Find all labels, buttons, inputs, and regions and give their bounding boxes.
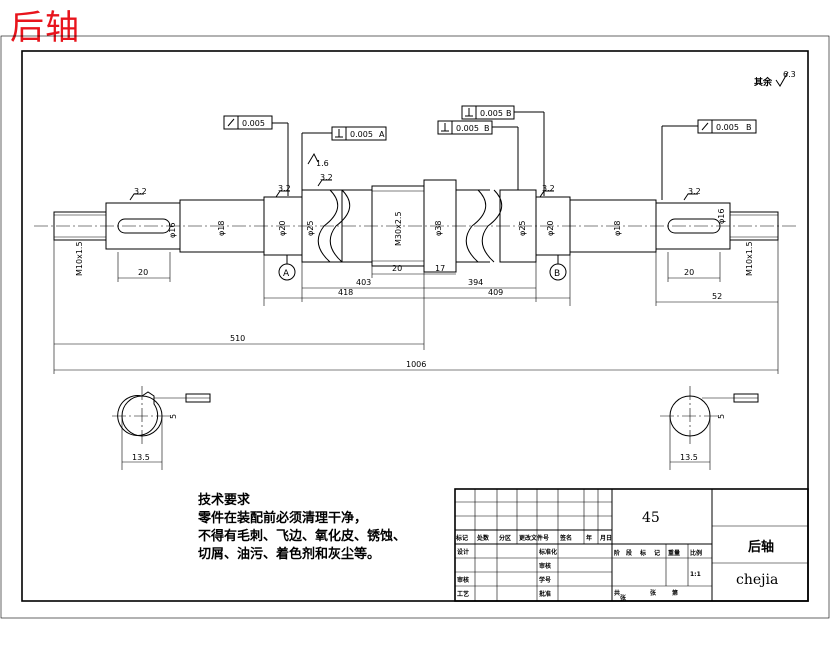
svg-text:20: 20: [138, 268, 148, 277]
svg-text:0.005: 0.005: [716, 123, 739, 132]
tech-line-3: 切屑、油污、着色剂和灰尘等。: [198, 547, 381, 562]
svg-text:17: 17: [435, 264, 445, 273]
dim-d25-left: φ25: [306, 221, 315, 236]
inner-frame: [21, 50, 809, 602]
tech-line-1: 零件在装配前必须清理干净，: [198, 511, 368, 526]
svg-text:5: 5: [169, 414, 178, 419]
svg-text:工艺: 工艺: [457, 590, 469, 598]
svg-text:20: 20: [392, 264, 402, 273]
svg-text:处数: 处数: [476, 534, 490, 542]
dimension-lines: 20 20 20 17 403 394 418 409 52 510 1006: [53, 240, 779, 374]
svg-text:张: 张: [620, 594, 627, 602]
svg-text:409: 409: [488, 288, 503, 297]
svg-text:年: 年: [586, 534, 592, 542]
svg-text:批准: 批准: [539, 590, 551, 598]
svg-text:3.2: 3.2: [278, 184, 291, 193]
svg-text:418: 418: [338, 288, 353, 297]
tech-heading: 技术要求: [198, 493, 251, 508]
svg-text:0.005: 0.005: [350, 130, 373, 139]
datum-a: A: [278, 255, 296, 281]
svg-text:张: 张: [650, 589, 657, 597]
svg-text:3.2: 3.2: [542, 184, 555, 193]
roughness-note: 其余: [754, 76, 773, 88]
svg-text:3.2: 3.2: [320, 173, 333, 182]
dim-d18-right: φ18: [613, 221, 622, 236]
designer-name: chejia: [736, 572, 778, 588]
svg-text:13.5: 13.5: [680, 453, 698, 462]
tech-line-2: 不得有毛刺、飞边、氧化皮、锈蚀、: [198, 529, 407, 544]
svg-text:394: 394: [468, 278, 483, 287]
svg-text:学号: 学号: [539, 576, 551, 584]
svg-text:1006: 1006: [406, 360, 426, 369]
svg-text:标准化: 标准化: [538, 548, 557, 556]
section-view-left: 13.5 5: [112, 386, 211, 470]
section-view-right: 13.5 5: [660, 386, 759, 470]
svg-text:B: B: [484, 124, 490, 133]
svg-text:比例: 比例: [690, 549, 702, 557]
svg-text:审核: 审核: [539, 562, 551, 570]
svg-text:签名: 签名: [559, 534, 572, 542]
svg-text:B: B: [554, 269, 560, 279]
svg-text:阶: 阶: [614, 549, 620, 557]
svg-text:日: 日: [606, 535, 612, 542]
diameter-labels: M10x1.5 φ16 φ18 φ20 φ25 M30x2.5 φ38 φ25 …: [75, 209, 754, 276]
svg-text:1:1: 1:1: [690, 571, 701, 578]
technical-requirements: 技术要求 零件在装配前必须清理干净， 不得有毛刺、飞边、氧化皮、锈蚀、 切屑、油…: [198, 492, 406, 564]
datum-b: B: [549, 255, 567, 281]
dim-d20-right: φ20: [546, 221, 555, 236]
part-name: 后轴: [748, 539, 774, 555]
svg-text:记: 记: [654, 549, 660, 557]
roughness-note-value: 6.3: [783, 70, 796, 79]
svg-text:3.2: 3.2: [688, 187, 701, 196]
dim-d16-right: φ16: [717, 209, 726, 224]
svg-text:审核: 审核: [457, 576, 469, 584]
dim-m10-right: M10x1.5: [745, 241, 754, 276]
svg-text:3.2: 3.2: [134, 187, 147, 196]
svg-text:重量: 重量: [668, 549, 680, 557]
dim-d18-left: φ18: [217, 221, 226, 236]
dim-d16-left: φ16: [168, 223, 177, 238]
svg-text:第: 第: [671, 589, 678, 597]
svg-text:510: 510: [230, 334, 245, 343]
svg-text:0.005: 0.005: [242, 119, 265, 128]
dim-d20-left: φ20: [278, 221, 287, 236]
svg-text:1.6: 1.6: [316, 159, 329, 168]
svg-text:分区: 分区: [499, 534, 511, 542]
dim-d38: φ38: [434, 221, 443, 236]
roughness-symbol-top: [775, 71, 789, 87]
svg-text:共: 共: [614, 589, 620, 597]
svg-text:更改文件号: 更改文件号: [519, 534, 549, 542]
svg-text:A: A: [379, 130, 385, 139]
svg-text:B: B: [746, 123, 752, 132]
svg-text:0.005: 0.005: [456, 124, 479, 133]
svg-text:设计: 设计: [457, 548, 469, 556]
svg-text:0.005: 0.005: [480, 109, 503, 118]
gdt-perp-b2: 0.005 B: [437, 120, 519, 190]
material-label: 45: [642, 510, 660, 526]
gdt-runout-right: 0.005 B: [661, 119, 757, 200]
svg-text:段: 段: [626, 549, 632, 557]
svg-text:13.5: 13.5: [132, 453, 150, 462]
dim-m10-left: M10x1.5: [75, 241, 84, 276]
svg-text:403: 403: [356, 278, 371, 287]
svg-text:B: B: [506, 109, 512, 118]
gdt-runout-left: 0.005: [223, 115, 289, 196]
svg-text:标记: 标记: [455, 534, 468, 542]
dim-m30: M30x2.5: [394, 211, 403, 246]
svg-text:52: 52: [712, 292, 722, 301]
gdt-perp-a: 0.005 A: [301, 126, 387, 190]
svg-text:5: 5: [717, 414, 726, 419]
outer-frame: [0, 35, 830, 619]
dim-d25-right: φ25: [518, 221, 527, 236]
svg-text:标: 标: [639, 549, 646, 557]
drawing-red-title: 后轴: [10, 8, 80, 48]
gdt-perp-b1: 0.005 B: [461, 105, 545, 196]
title-block: 标记 处数 分区 更改文件号 签名 年 月 日 设计 标准化 审核 工艺 审核 …: [454, 488, 809, 602]
roughness-marks: 3.2 3.2 3.2 3.2 3.2 1.6: [129, 152, 701, 201]
svg-text:月: 月: [599, 534, 606, 542]
svg-text:20: 20: [684, 268, 694, 277]
svg-text:A: A: [283, 269, 290, 279]
